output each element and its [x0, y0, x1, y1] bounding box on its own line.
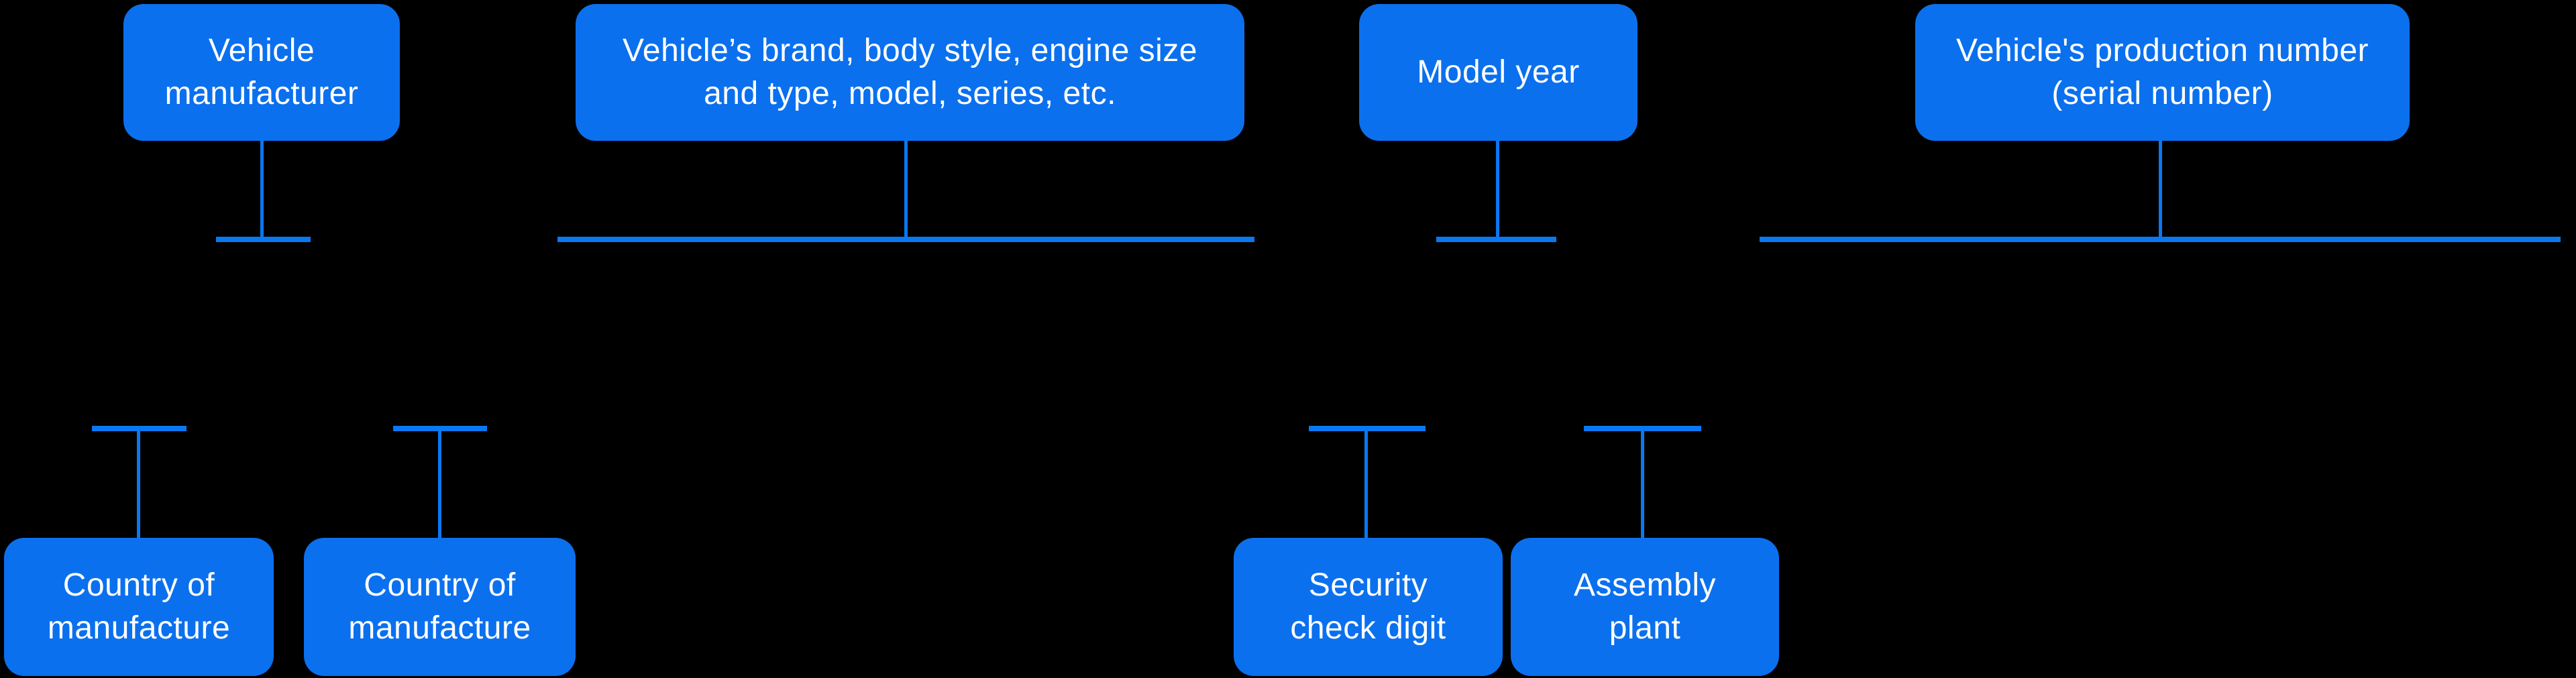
node-label-line: Country of: [364, 567, 516, 603]
connector-production-number-stem: [2159, 141, 2162, 238]
node-label-line: manufacture: [348, 610, 531, 646]
connector-country-1-stem: [137, 430, 140, 538]
underline-production-number-span: [1760, 237, 2561, 242]
node-vehicle-details: Vehicle’s brand, body style, engine size…: [576, 4, 1244, 141]
connector-country-2-stem: [438, 430, 441, 538]
overline-country-1-tick: [92, 426, 186, 431]
connector-security-check-digit-stem: [1364, 430, 1368, 538]
underline-model-year-tick: [1436, 237, 1556, 242]
connector-model-year-stem: [1496, 141, 1499, 238]
node-country-of-manufacture-1: Country of manufacture: [4, 538, 274, 676]
node-label-line: check digit: [1290, 610, 1446, 646]
connector-manufacturer-stem: [260, 141, 264, 238]
node-assembly-plant: Assembly plant: [1511, 538, 1779, 676]
node-model-year: Model year: [1359, 4, 1638, 141]
node-label-line: manufacturer: [164, 76, 359, 111]
overline-assembly-plant-tick: [1584, 426, 1701, 431]
underline-details-span: [557, 237, 1254, 242]
node-label-line: (serial number): [2051, 76, 2273, 111]
connector-details-stem: [904, 141, 908, 238]
node-label-line: Vehicle: [208, 33, 315, 68]
node-label-line: plant: [1609, 610, 1681, 646]
node-label-line: Model year: [1417, 54, 1580, 90]
node-country-of-manufacture-2: Country of manufacture: [304, 538, 576, 676]
node-label-line: Country of: [62, 567, 215, 603]
node-label-line: Assembly: [1573, 567, 1717, 603]
overline-country-2-tick: [393, 426, 487, 431]
node-label-line: Vehicle's production number: [1955, 33, 2369, 68]
node-label-line: manufacture: [47, 610, 231, 646]
underline-manufacturer-tick: [216, 237, 311, 242]
node-vehicle-manufacturer: Vehicle manufacturer: [123, 4, 400, 141]
node-production-number: Vehicle's production number (serial numb…: [1915, 4, 2410, 141]
overline-security-check-digit-tick: [1309, 426, 1426, 431]
node-label-line: Security: [1308, 567, 1428, 603]
node-security-check-digit: Security check digit: [1234, 538, 1503, 676]
node-label-line: and type, model, series, etc.: [704, 76, 1116, 111]
node-label-line: Vehicle’s brand, body style, engine size: [623, 33, 1197, 68]
connector-assembly-plant-stem: [1641, 430, 1644, 538]
